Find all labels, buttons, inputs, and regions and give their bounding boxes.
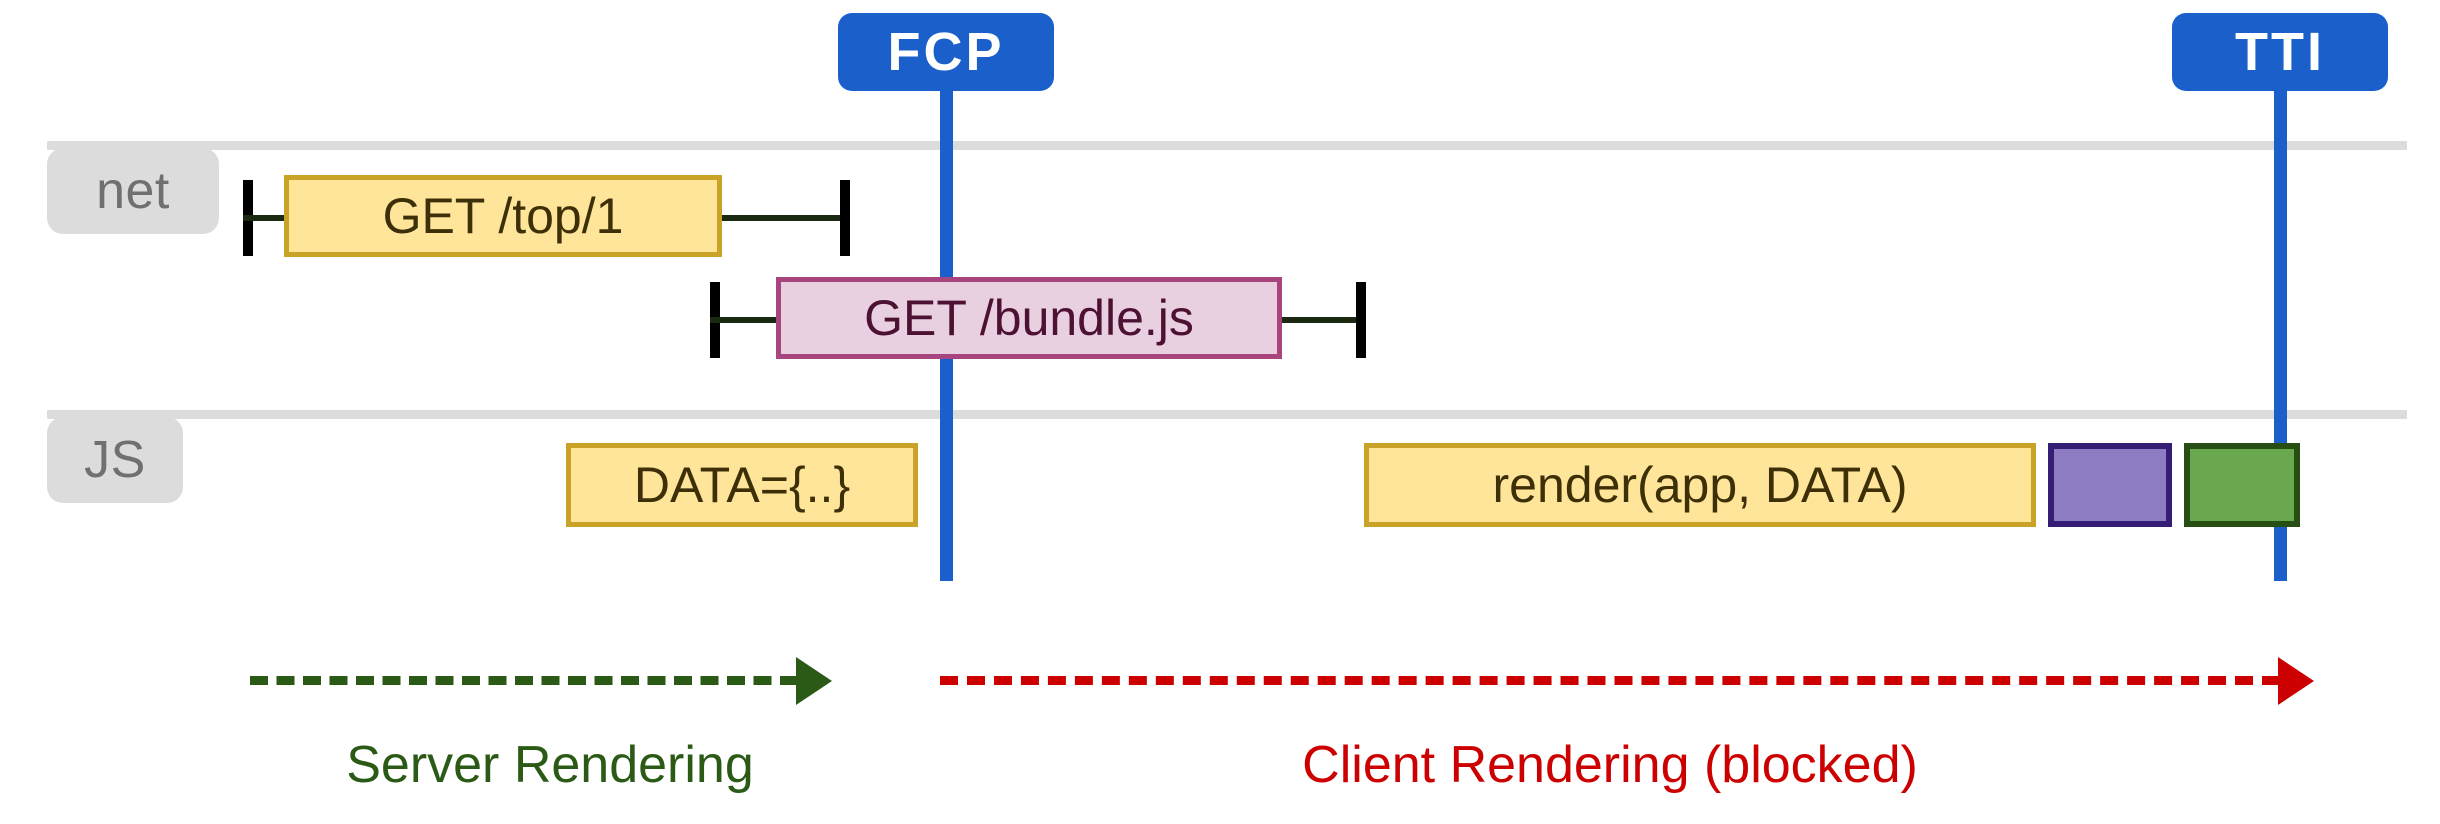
phase-arrowhead-client <box>2278 657 2314 705</box>
bar-task-green[interactable] <box>2184 443 2300 527</box>
phase-arrowhead-server <box>796 657 832 705</box>
lane-label-js: JS <box>47 417 183 503</box>
lane-rail-net <box>47 141 2407 150</box>
phase-label-server: Server Rendering <box>346 736 754 794</box>
bar-data-assign[interactable]: DATA={..} <box>566 443 918 527</box>
bar-get-bundle[interactable]: GET /bundle.js <box>776 277 1282 359</box>
bar-render-call[interactable]: render(app, DATA) <box>1364 443 2036 527</box>
marker-badge-tti[interactable]: TTI <box>2172 13 2388 91</box>
bar-task-purple[interactable] <box>2048 443 2172 527</box>
phase-arrow-client <box>940 676 2280 685</box>
marker-badge-fcp[interactable]: FCP <box>838 13 1054 91</box>
lane-label-net: net <box>47 148 219 234</box>
phase-arrow-server <box>250 676 798 685</box>
whisker-cap-right-get-bundle <box>1356 282 1366 358</box>
lane-rail-js <box>47 410 2407 419</box>
whisker-cap-right-get-top <box>840 180 850 256</box>
bar-get-top[interactable]: GET /top/1 <box>284 175 722 257</box>
phase-label-client: Client Rendering (blocked) <box>1302 736 1918 794</box>
